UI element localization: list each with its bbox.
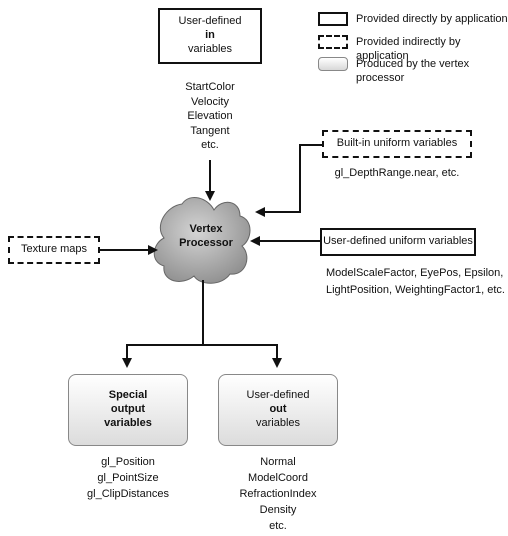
special-out-var: gl_PointSize bbox=[97, 472, 159, 484]
in-var-item: StartColor bbox=[185, 81, 235, 93]
in-var-item: Elevation bbox=[187, 110, 233, 122]
user-defined-out-variables-box: User-defined out variables bbox=[218, 374, 338, 446]
user-uniforms-examples: ModelScaleFactor, EyePos, Epsilon, Light… bbox=[326, 265, 506, 299]
user-defined-in-variables-box: User-defined in variables bbox=[158, 8, 262, 64]
legend-label-direct: Provided directly by application bbox=[356, 13, 508, 25]
in-var-item: Tangent bbox=[190, 124, 230, 137]
in-box-keyword: in bbox=[205, 29, 215, 42]
special-output-variables-list: gl_Position gl_PointSize gl_ClipDistance… bbox=[68, 454, 188, 502]
builtin-uniform-variables-box: Built-in uniform variables bbox=[322, 130, 472, 158]
user-out-variables-list: Normal ModelCoord RefractionIndex Densit… bbox=[218, 454, 338, 534]
builtin-uniforms-title: Built-in uniform variables bbox=[336, 137, 458, 150]
special-out-var: gl_Position bbox=[101, 456, 155, 468]
user-out-line3: variables bbox=[255, 416, 301, 429]
legend-swatch-direct bbox=[318, 12, 348, 26]
special-out-line1: Special bbox=[108, 389, 148, 402]
arrow-processor-to-outputs bbox=[127, 280, 204, 346]
in-var-item: Velocity bbox=[191, 95, 229, 108]
user-out-var: Density bbox=[259, 504, 297, 516]
legend-swatch-indirect bbox=[318, 35, 348, 49]
in-box-line1: User-defined bbox=[178, 15, 242, 28]
arrow-to-user-out bbox=[203, 344, 282, 368]
user-uniforms-example-line: ModelScaleFactor, EyePos, Epsilon, bbox=[326, 267, 504, 279]
user-out-var: etc. bbox=[269, 520, 287, 532]
user-out-var: RefractionIndex bbox=[239, 488, 317, 500]
special-out-line2: output bbox=[110, 403, 146, 416]
user-uniform-variables-box: User-defined uniform variables bbox=[320, 228, 476, 256]
user-uniforms-title: User-defined uniform variables bbox=[323, 235, 473, 248]
vertex-processor-label: Vertex Processor bbox=[176, 222, 236, 250]
special-output-variables-box: Special output variables bbox=[68, 374, 188, 446]
vertex-processor-line1: Vertex bbox=[189, 223, 223, 235]
in-var-item: etc. bbox=[201, 139, 219, 151]
builtin-uniforms-example-text: gl_DepthRange.near, etc. bbox=[334, 167, 460, 179]
builtin-uniforms-example: gl_DepthRange.near, etc. bbox=[322, 166, 472, 181]
user-out-line1: User-defined bbox=[246, 389, 310, 402]
user-out-keyword: out bbox=[269, 403, 287, 416]
arrow-builtin-uniforms-to-processor bbox=[255, 144, 322, 217]
legend-label-produced: Produced by the vertex processor bbox=[356, 58, 470, 84]
user-out-var: ModelCoord bbox=[248, 472, 308, 484]
in-variables-list: StartColor Velocity Elevation Tangent et… bbox=[160, 80, 260, 153]
vertex-processor-line2: Processor bbox=[179, 237, 233, 249]
texture-maps-label: Texture maps bbox=[20, 243, 88, 256]
legend-swatch-produced bbox=[318, 57, 348, 71]
in-box-line3: variables bbox=[187, 42, 233, 55]
user-uniforms-example-line: LightPosition, WeightingFactor1, etc. bbox=[326, 284, 505, 296]
special-out-var: gl_ClipDistances bbox=[87, 488, 169, 500]
legend-label-indirect: Provided indirectly by application bbox=[356, 36, 461, 62]
user-out-var: Normal bbox=[260, 456, 296, 468]
special-out-line3: variables bbox=[104, 416, 152, 429]
texture-maps-box: Texture maps bbox=[8, 236, 100, 264]
